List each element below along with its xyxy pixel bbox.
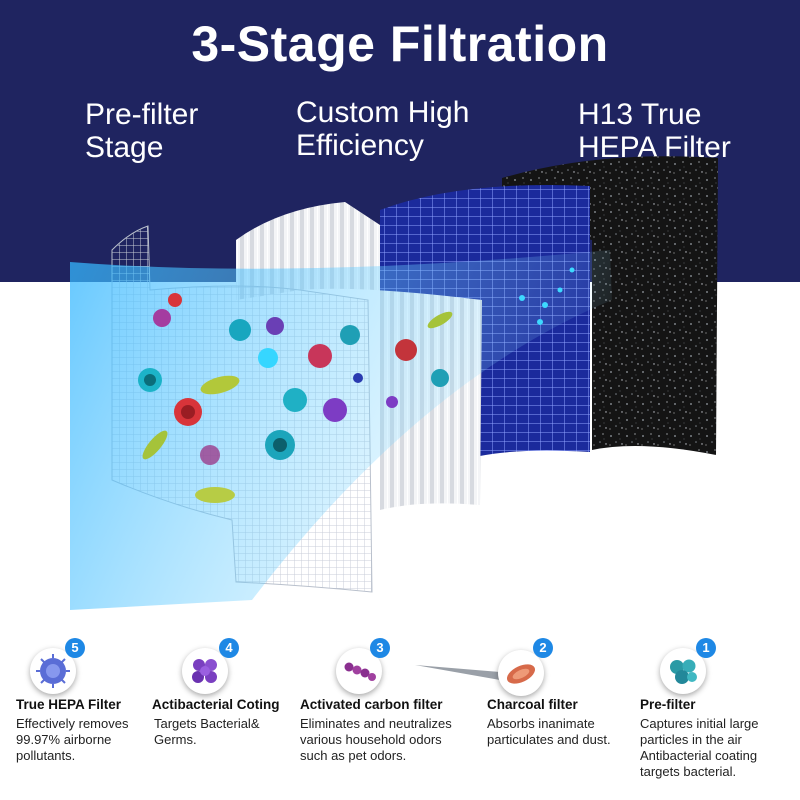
- stage-label-custom-efficiency: Custom High Efficiency: [296, 96, 470, 162]
- feature-title-antibacterial: Actibacterial Coting: [152, 697, 280, 712]
- pointer-wedge: [415, 665, 500, 680]
- feature-desc-charcoal: Absorbs inanimate particulates and dust.: [487, 716, 611, 747]
- airborne-particles: [138, 267, 575, 503]
- page-title: 3-Stage Filtration: [191, 16, 609, 72]
- feature-badge-1: 1: [696, 638, 716, 658]
- feature-title-charcoal: Charcoal filter: [487, 697, 578, 712]
- cell-cluster-icon: [660, 648, 706, 694]
- feature-title-activated-carbon: Activated carbon filter: [300, 697, 443, 712]
- feature-badge-3: 3: [370, 638, 390, 658]
- feature-title-prefilter: Pre-filter: [640, 697, 696, 712]
- feature-badge-5: 5: [65, 638, 85, 658]
- feature-desc-antibacterial: Targets Bacterial& Germs.: [154, 716, 260, 747]
- germ-cluster-icon: [182, 648, 228, 694]
- feature-badge-4: 4: [219, 638, 239, 658]
- bacillus-icon: [498, 650, 544, 696]
- feature-badge-2: 2: [533, 638, 553, 658]
- feature-title-true-hepa: True HEPA Filter: [16, 697, 122, 712]
- stage-label-prefilter: Pre-filter Stage: [85, 98, 199, 164]
- feature-desc-true-hepa: Effectively removes 99.97% airborne poll…: [16, 716, 129, 763]
- feature-desc-prefilter: Captures initial large particles in the …: [640, 716, 759, 779]
- feature-desc-activated-carbon: Eliminates and neutralizes various house…: [300, 716, 452, 763]
- airflow-beam: [70, 250, 612, 610]
